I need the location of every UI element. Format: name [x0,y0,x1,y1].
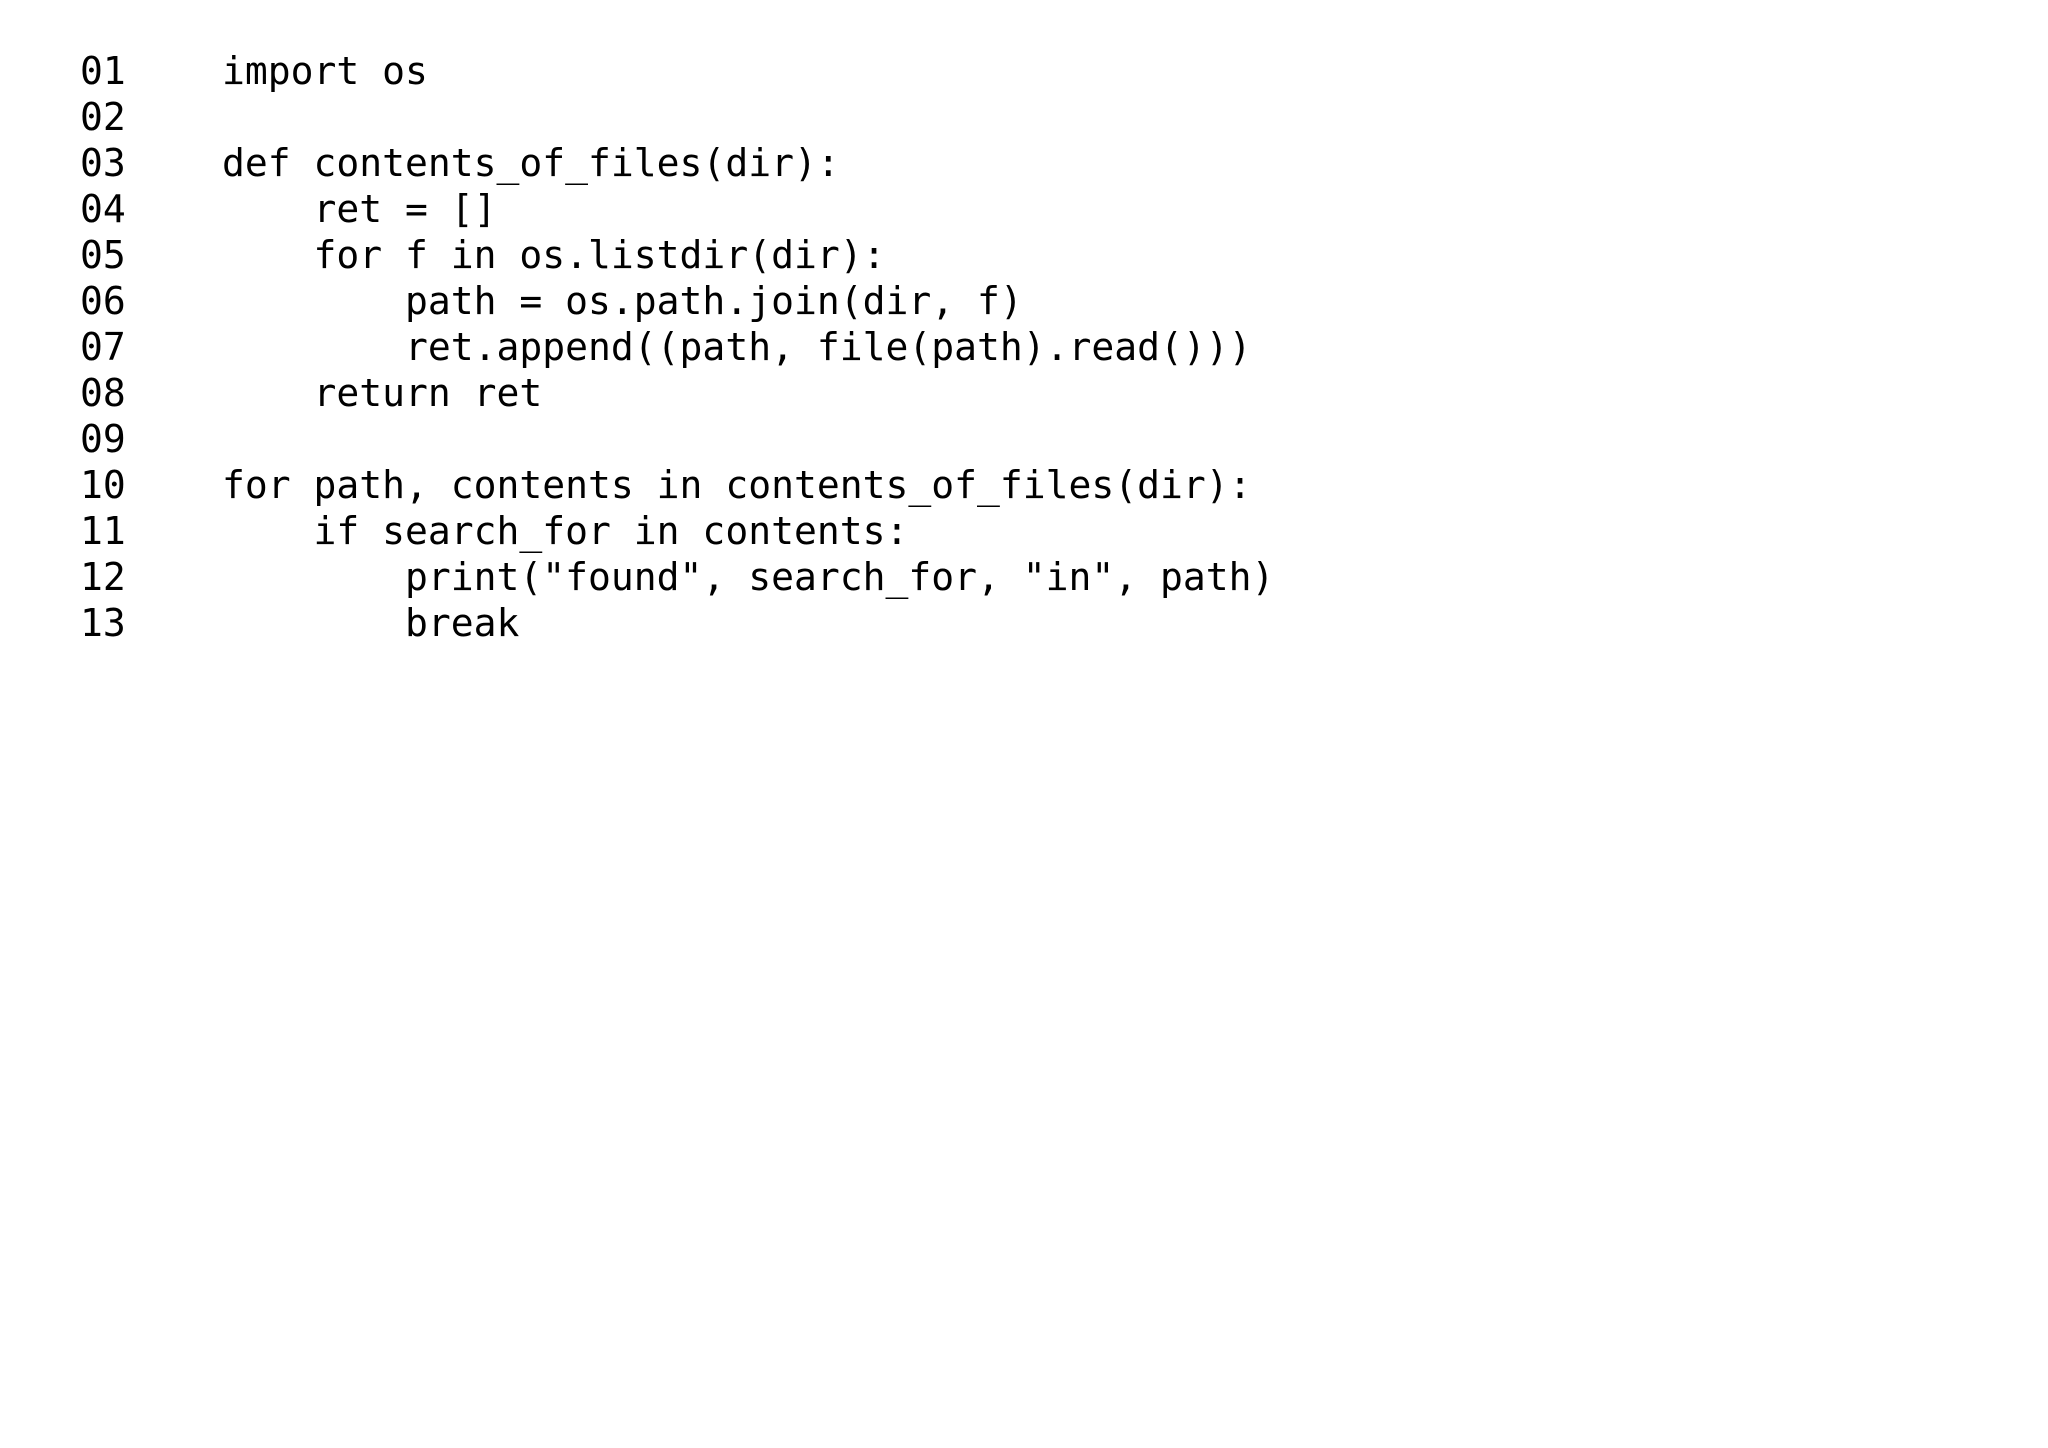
line-number: 09 [80,417,126,461]
line-number: 01 [80,49,126,93]
line-content[interactable]: print("found", search_for, "in", path) [222,555,1275,599]
line-content[interactable]: ret.append((path, file(path).read())) [222,325,1252,369]
code-line[interactable]: 02 [80,94,1274,140]
line-number: 04 [80,187,126,231]
line-content[interactable]: ret = [] [222,187,497,231]
line-number: 11 [80,509,126,553]
line-content[interactable]: import os [222,49,428,93]
line-content[interactable]: if search_for in contents: [222,509,909,553]
line-content[interactable]: for path, contents in contents_of_files(… [222,463,1252,507]
code-line[interactable]: 04 ret = [] [80,186,1274,232]
line-content[interactable]: def contents_of_files(dir): [222,141,840,185]
line-number: 08 [80,371,126,415]
line-number: 06 [80,279,126,323]
line-number: 02 [80,95,126,139]
line-content[interactable]: return ret [222,371,543,415]
code-line[interactable]: 11 if search_for in contents: [80,508,1274,554]
code-line[interactable]: 10 for path, contents in contents_of_file… [80,462,1274,508]
line-content[interactable]: break [222,601,520,645]
code-line[interactable]: 08 return ret [80,370,1274,416]
code-line[interactable]: 09 [80,416,1274,462]
line-number: 12 [80,555,126,599]
code-line[interactable]: 13 break [80,600,1274,646]
code-line[interactable]: 12 print("found", search_for, "in", path… [80,554,1274,600]
line-number: 13 [80,601,126,645]
line-content[interactable]: path = os.path.join(dir, f) [222,279,1023,323]
code-line[interactable]: 01 import os [80,48,1274,94]
code-line[interactable]: 07 ret.append((path, file(path).read())) [80,324,1274,370]
code-line[interactable]: 05 for f in os.listdir(dir): [80,232,1274,278]
code-line[interactable]: 03 def contents_of_files(dir): [80,140,1274,186]
line-number: 05 [80,233,126,277]
line-number: 10 [80,463,126,507]
line-number: 07 [80,325,126,369]
code-line[interactable]: 06 path = os.path.join(dir, f) [80,278,1274,324]
line-number: 03 [80,141,126,185]
line-content[interactable]: for f in os.listdir(dir): [222,233,886,277]
